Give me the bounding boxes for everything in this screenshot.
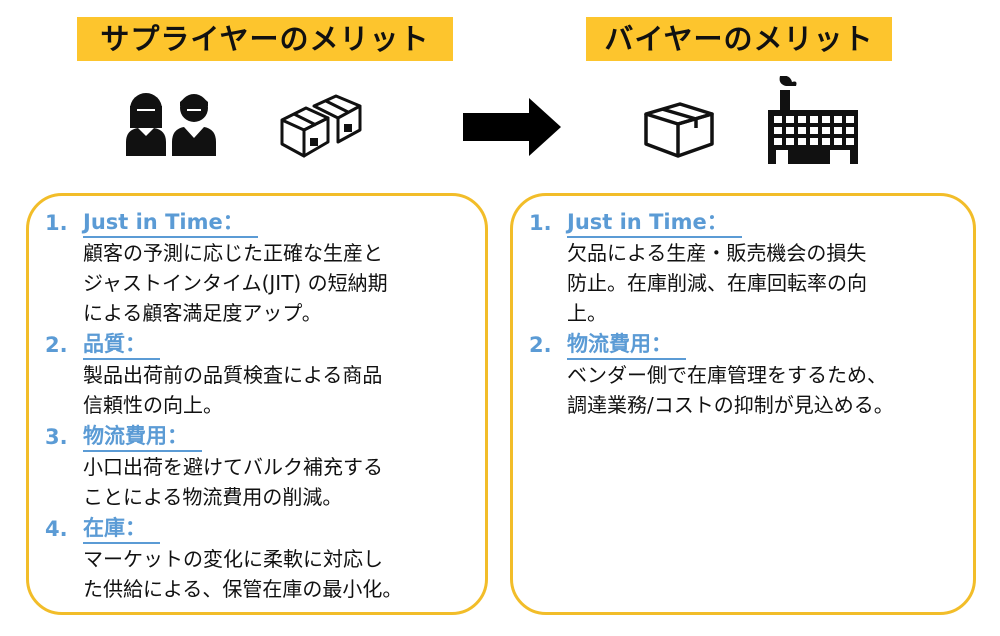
list-item: 2. 物流費用： ベンダー側で在庫管理をするため、 調達業務/コストの抑制が見込… <box>529 330 965 422</box>
item-text: ベンダー側で在庫管理をするため、 調達業務/コストの抑制が見込める。 <box>567 363 894 417</box>
people-icon <box>126 93 216 156</box>
list-item: 2. 品質： 製品出荷前の品質検査による商品 信頼性の向上。 <box>45 330 477 422</box>
item-number: 1. <box>45 211 68 235</box>
item-number: 4. <box>45 517 68 541</box>
factory-icon <box>768 76 858 164</box>
item-number: 2. <box>45 333 68 357</box>
item-text: 顧客の予測に応じた正確な生産と ジャストインタイム(JIT) の短納期 による顧… <box>83 241 388 325</box>
item-text: マーケットの変化に柔軟に対応し た供給による、保管在庫の最小化。 <box>83 547 403 601</box>
item-heading: 在庫： <box>83 514 160 544</box>
list-item: 4. 在庫： マーケットの変化に柔軟に対応し た供給による、保管在庫の最小化。 <box>45 514 477 606</box>
boxes-icon <box>280 94 362 158</box>
item-heading: Just in Time： <box>83 208 258 238</box>
item-heading: Just in Time： <box>567 208 742 238</box>
item-number: 3. <box>45 425 68 449</box>
item-heading: 品質： <box>83 330 160 360</box>
item-heading: 物流費用： <box>83 422 202 452</box>
item-number: 1. <box>529 211 552 235</box>
supplier-benefits-list: 1. Just in Time： 顧客の予測に応じた正確な生産と ジャストインタ… <box>45 208 477 606</box>
buyer-benefits-title: バイヤーのメリット <box>586 17 892 61</box>
buyer-benefits-list: 1. Just in Time： 欠品による生産・販売機会の損失 防止。在庫削減… <box>529 208 965 422</box>
supplier-benefits-panel: 1. Just in Time： 顧客の予測に応じた正確な生産と ジャストインタ… <box>26 193 488 615</box>
item-heading: 物流費用： <box>567 330 686 360</box>
right-arrow-icon <box>463 98 561 156</box>
list-item: 3. 物流費用： 小口出荷を避けてバルク補充する ことによる物流費用の削減。 <box>45 422 477 514</box>
list-item: 1. Just in Time： 欠品による生産・販売機会の損失 防止。在庫削減… <box>529 208 965 330</box>
list-item: 1. Just in Time： 顧客の予測に応じた正確な生産と ジャストインタ… <box>45 208 477 330</box>
item-number: 2. <box>529 333 552 357</box>
supplier-benefits-title: サプライヤーのメリット <box>77 17 453 61</box>
item-text: 製品出荷前の品質検査による商品 信頼性の向上。 <box>83 363 383 417</box>
buyer-benefits-panel: 1. Just in Time： 欠品による生産・販売機会の損失 防止。在庫削減… <box>510 193 976 615</box>
box-icon <box>644 102 714 158</box>
item-text: 欠品による生産・販売機会の損失 防止。在庫削減、在庫回転率の向 上。 <box>567 241 867 325</box>
item-text: 小口出荷を避けてバルク補充する ことによる物流費用の削減。 <box>83 455 383 509</box>
